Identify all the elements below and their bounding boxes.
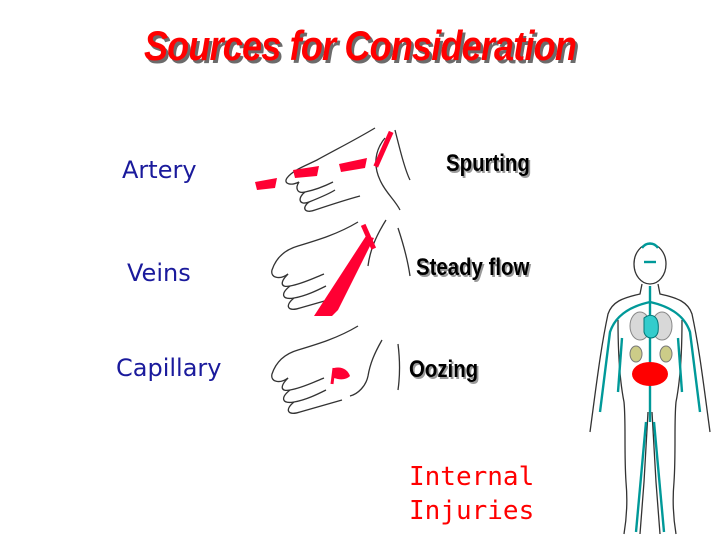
internal-injuries-text: Internal Injuries: [409, 460, 534, 528]
circulatory-body-icon: [589, 242, 711, 535]
desc-spurting: Spurting: [446, 150, 530, 177]
label-capillary: Capillary: [116, 354, 222, 382]
wrist-vein-icon: [271, 219, 411, 316]
internal-line-1: Internal: [409, 462, 535, 492]
internal-line-2: Injuries: [409, 496, 535, 526]
desc-oozing: Oozing: [409, 356, 479, 383]
wrist-artery-icon: [255, 127, 411, 212]
wrist-capillary-icon: [271, 325, 401, 414]
label-veins: Veins: [127, 259, 191, 287]
label-artery: Artery: [122, 156, 197, 184]
slide-title: Sources for Consideration: [143, 22, 577, 69]
desc-steady-flow: Steady flow: [416, 254, 530, 281]
